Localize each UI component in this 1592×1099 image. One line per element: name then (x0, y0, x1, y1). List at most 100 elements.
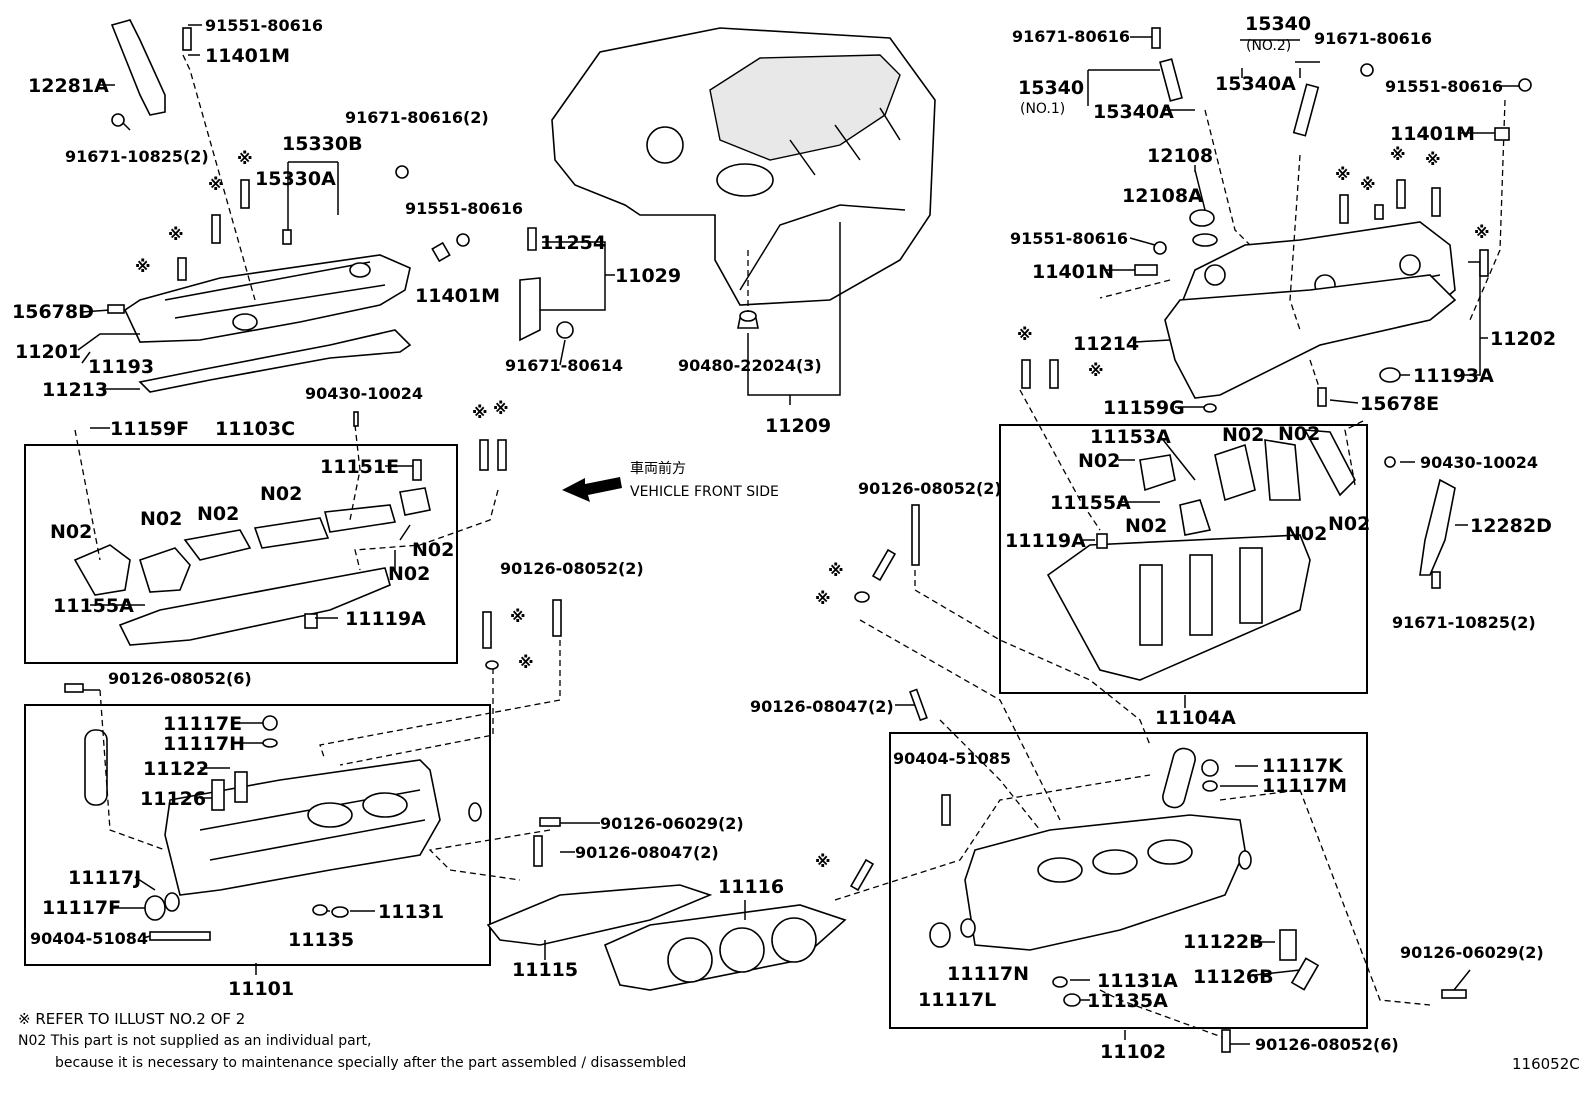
label-11135A: 11135A (1087, 990, 1168, 1012)
label-11401M-a: 11401M (205, 45, 290, 67)
camshaft-housing-left (73, 487, 431, 646)
label-11401N: 11401N (1032, 261, 1114, 283)
label-11126B: 11126B (1193, 966, 1274, 988)
no2-note-line1: N02 This part is not supplied as an indi… (18, 1033, 372, 1049)
label-15678E: 15678E (1360, 393, 1439, 415)
label-91671-10825-b: 91671-10825(2) (1392, 613, 1536, 632)
ref-mark-11: ※ (1390, 145, 1406, 164)
label-no2-8: N02 (1278, 423, 1320, 445)
camshaft-housing-right (1046, 429, 1356, 681)
label-11201: 11201 (15, 341, 81, 363)
label-15340: 15340 (1245, 13, 1311, 35)
ref-mark-13: ※ (1474, 223, 1490, 242)
label-11401M-c: 11401M (1390, 123, 1475, 145)
ref-mark-12: ※ (1425, 150, 1441, 169)
label-11119A-a: 11119A (345, 608, 426, 630)
label-90126-06029-b: 90126-06029(2) (1400, 943, 1544, 962)
label-11159F: 11159F (110, 418, 189, 440)
cover-grommet-part (737, 310, 759, 329)
label-11119A-b: 11119A (1005, 530, 1086, 552)
label-11159G: 11159G (1103, 397, 1185, 419)
label-11117L: 11117L (918, 989, 996, 1011)
box-camshaft-housing-left (24, 444, 458, 664)
label-12108A: 12108A (1122, 185, 1203, 207)
label-90404-51085: 90404-51085 (893, 749, 1011, 768)
label-90126-06029-a: 90126-06029(2) (600, 814, 744, 833)
label-91671-80616-2a: 91671-80616(2) (345, 108, 489, 127)
refer-note: ※ REFER TO ILLUST NO.2 OF 2 (18, 1010, 246, 1028)
figure-id: 116052C (1512, 1055, 1580, 1073)
ref-mark-10: ※ (1360, 175, 1376, 194)
label-11116: 11116 (718, 876, 784, 898)
cylinder-head-right (929, 747, 1320, 991)
label-11102: 11102 (1100, 1041, 1166, 1063)
label-11193A: 11193A (1413, 365, 1494, 387)
bolts-right (849, 27, 1532, 1053)
label-91671-80616-c: 91671-80616 (1012, 27, 1130, 46)
label-11122B: 11122B (1183, 931, 1264, 953)
bolts-left (64, 27, 562, 941)
label-90126-08052-2a: 90126-08052(2) (500, 559, 644, 578)
vehicle-front-jp: 車両前方 (630, 461, 686, 477)
label-11135: 11135 (288, 929, 354, 951)
label-15340A-b: 15340A (1215, 73, 1296, 95)
ref-mark-17: ※ (815, 589, 831, 608)
label-15340-no1: (NO.1) (1020, 101, 1065, 117)
label-11117J: 11117J (68, 867, 141, 889)
plug-left (468, 802, 482, 822)
label-11155A-b: 11155A (1050, 492, 1131, 514)
label-11126: 11126 (140, 788, 206, 810)
ref-mark-16: ※ (828, 561, 844, 580)
label-11117E: 11117E (163, 713, 242, 735)
label-90480-22024: 90480-22024(3) (678, 356, 822, 375)
vehicle-front-arrow-icon (562, 477, 622, 502)
head-gasket-11116 (603, 904, 847, 991)
bracket-12282d (1419, 478, 1456, 576)
gasket-left (138, 329, 412, 393)
label-11117N: 11117N (947, 963, 1029, 985)
ref-mark-2: ※ (237, 149, 253, 168)
label-11117K: 11117K (1262, 755, 1344, 777)
label-11202: 11202 (1490, 328, 1556, 350)
label-91551-80616-b: 91551-80616 (405, 199, 523, 218)
label-no2-1: N02 (50, 521, 92, 543)
label-91551-80616-d: 91551-80616 (1010, 229, 1128, 248)
ref-mark-14: ※ (1017, 325, 1033, 344)
label-15340-no2: (NO.2) (1246, 38, 1291, 54)
label-11103C: 11103C (215, 418, 295, 440)
label-12282D: 12282D (1470, 515, 1552, 537)
label-11153A: 11153A (1090, 426, 1171, 448)
label-90430-10024-b: 90430-10024 (1420, 453, 1538, 472)
gasket-right (1164, 274, 1457, 399)
ref-mark-8: ※ (518, 653, 534, 672)
label-91671-10825-a: 91671-10825(2) (65, 147, 209, 166)
label-90126-08052-2b: 90126-08052(2) (858, 479, 1002, 498)
no2-note-line2: because it is necessary to maintenance s… (55, 1055, 687, 1071)
label-11117F: 11117F (42, 897, 121, 919)
label-no2-5: N02 (412, 539, 454, 561)
ref-mark-1: ※ (208, 175, 224, 194)
label-11101: 11101 (228, 978, 294, 1000)
label-11117H: 11117H (163, 733, 245, 755)
label-12281A: 12281A (28, 75, 109, 97)
ref-mark-5: ※ (472, 403, 488, 422)
label-12108: 12108 (1147, 145, 1213, 167)
ref-mark-7: ※ (510, 607, 526, 626)
ref-mark-15: ※ (1088, 361, 1104, 380)
label-11213: 11213 (42, 379, 108, 401)
cylinder-head-left (84, 729, 441, 921)
label-15330A: 15330A (255, 168, 336, 190)
label-90404-51084: 90404-51084 (30, 929, 148, 948)
vehicle-front-en: VEHICLE FRONT SIDE (630, 484, 779, 500)
label-15678D: 15678D (12, 301, 94, 323)
label-11117M: 11117M (1262, 775, 1347, 797)
label-11193: 11193 (88, 356, 154, 378)
label-no2-10: N02 (1125, 515, 1167, 537)
head-gasket-11115 (486, 884, 713, 946)
label-11131: 11131 (378, 901, 444, 923)
ref-mark-6: ※ (493, 399, 509, 418)
label-90126-08052-6a: 90126-08052(6) (108, 669, 252, 688)
label-90126-08047-b: 90126-08047(2) (750, 697, 894, 716)
engine-cover (551, 27, 936, 306)
